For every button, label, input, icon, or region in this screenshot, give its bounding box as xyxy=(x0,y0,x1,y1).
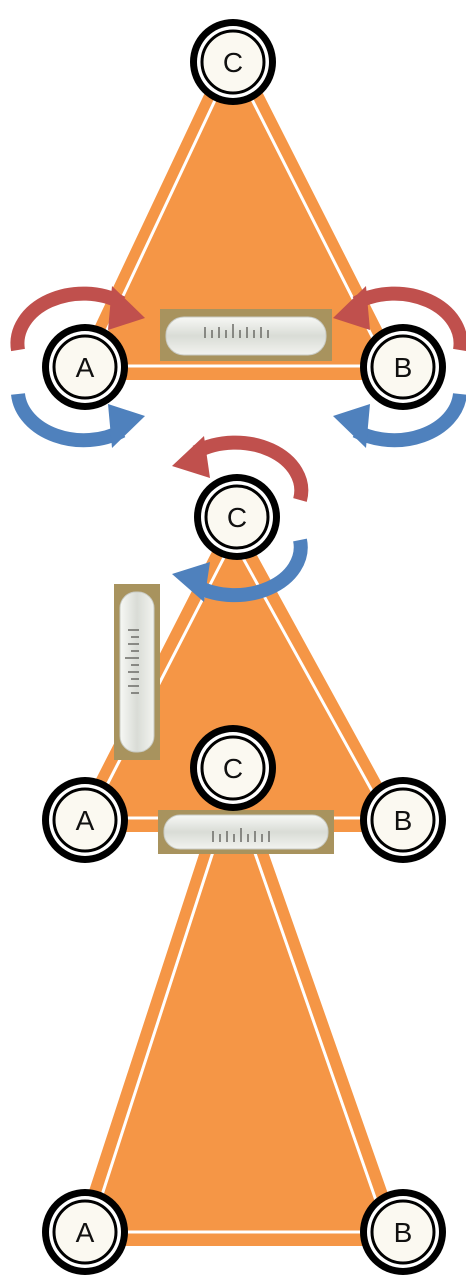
clockwise-arrow-c-blue xyxy=(192,538,308,603)
node-label-a: A xyxy=(76,1217,95,1248)
arrowhead-a-red xyxy=(108,286,145,330)
node-a: A xyxy=(42,777,128,863)
counterclockwise-arrow-a-blue xyxy=(11,392,126,448)
node-label-c: C xyxy=(227,502,247,533)
clockwise-arrow-b-blue xyxy=(352,392,466,448)
tripod-base-triangle xyxy=(74,768,403,1246)
node-a: A xyxy=(42,324,128,410)
spirit-level-vial xyxy=(158,810,334,854)
counterclockwise-arrow-b-red xyxy=(352,286,466,352)
node-label-b: B xyxy=(394,1217,413,1248)
node-c: C xyxy=(190,725,276,811)
node-label-b: B xyxy=(394,352,413,383)
arrowhead-b-blue xyxy=(333,404,370,448)
node-label-a: A xyxy=(76,352,95,383)
spirit-level-vial xyxy=(114,584,160,760)
node-b: B xyxy=(360,1189,446,1275)
arrowhead-c-red xyxy=(172,436,210,478)
arrowhead-b-red xyxy=(333,286,370,330)
clockwise-arrow-a-red xyxy=(10,286,126,352)
node-label-c: C xyxy=(223,753,243,784)
diagram-step-2: C A B xyxy=(42,435,446,863)
node-c: C xyxy=(190,19,276,105)
tripod-base-outline xyxy=(88,788,389,1234)
node-label-b: B xyxy=(394,805,413,836)
tripod-base-triangle xyxy=(74,44,403,380)
arrowhead-a-blue xyxy=(108,404,145,448)
node-label-c: C xyxy=(223,47,243,78)
node-a: A xyxy=(42,1189,128,1275)
counterclockwise-arrow-c-red xyxy=(192,435,309,502)
diagram-step-3: C A B xyxy=(42,725,446,1275)
arrowhead-c-blue xyxy=(172,562,210,602)
tripod-base-outline xyxy=(88,60,389,368)
node-b: B xyxy=(360,777,446,863)
spirit-level-vial xyxy=(160,309,332,361)
node-b: B xyxy=(360,324,446,410)
node-label-a: A xyxy=(76,805,95,836)
node-c: C xyxy=(194,474,280,560)
diagram-step-1: C A B xyxy=(10,19,466,448)
